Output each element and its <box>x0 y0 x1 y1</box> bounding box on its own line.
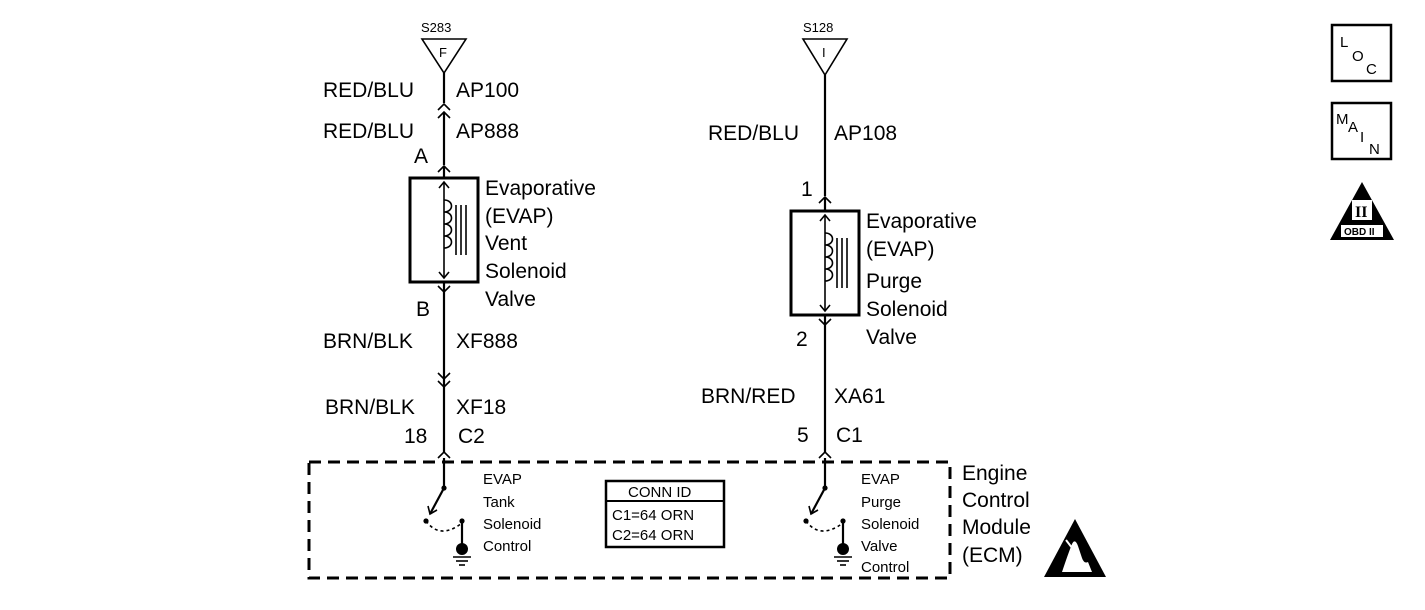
purge-solenoid-name-5: Valve <box>866 326 917 349</box>
pin-2-label: 2 <box>796 328 808 351</box>
ecm-driver-left-3: Solenoid <box>483 516 541 533</box>
purge-solenoid-name-2: (EVAP) <box>866 238 934 261</box>
conn-id-table: CONN ID C1=64 ORN C2=64 ORN <box>604 479 726 549</box>
wire-ap100-circuit: AP100 <box>456 79 519 102</box>
inline-connector-upper <box>437 102 451 111</box>
ecm-c1-connector-icon <box>818 450 832 459</box>
loc-icon[interactable]: L O C <box>1330 23 1393 83</box>
main-letter-n: N <box>1369 141 1380 158</box>
ecm-driver-right-4: Valve <box>861 538 897 555</box>
esd-slash <box>1065 539 1087 567</box>
wire-xa61-circuit: XA61 <box>834 385 885 408</box>
splice-s283-letter: F <box>439 45 447 60</box>
purge-solenoid-name-1: Evaporative <box>866 210 977 233</box>
vent-solenoid-name-4: Solenoid <box>485 260 567 283</box>
main-icon-frame <box>1330 101 1393 161</box>
ground-right-icon <box>837 543 849 555</box>
obd-ii-icon[interactable]: II OBD II <box>1330 182 1394 240</box>
ecm-connector-c1: C1 <box>836 424 863 447</box>
pin-b-label: B <box>416 298 430 321</box>
purge-solenoid-name-4: Solenoid <box>866 298 948 321</box>
ecm-connector-c2: C2 <box>458 425 485 448</box>
purge-solenoid-arrow-down <box>819 304 831 313</box>
ecm-label-4: (ECM) <box>962 544 1023 567</box>
ecm-pin-5: 5 <box>797 424 809 447</box>
vent-solenoid-name-3: Vent <box>485 232 527 255</box>
conn-id-title: CONN ID <box>628 484 692 501</box>
ecm-boundary <box>307 460 952 580</box>
vent-solenoid-arrow-up <box>438 180 450 189</box>
loc-letter-c: C <box>1366 61 1377 78</box>
conn-id-border <box>604 479 726 549</box>
switch-left-arrow <box>427 505 438 516</box>
main-letter-a: A <box>1348 119 1358 136</box>
ecm-pin-18: 18 <box>404 425 427 448</box>
obd-numeral: II <box>1355 204 1367 221</box>
conn-id-row-c1: C1=64 ORN <box>612 507 694 524</box>
switch-right-dashed-link <box>805 520 844 532</box>
ecm-driver-right-1: EVAP <box>861 471 900 488</box>
left-circuit: S283 F RED/BLU AP100 RED/BLU AP888 A Eva… <box>323 20 596 566</box>
splice-s283-triangle <box>420 38 468 75</box>
vent-solenoid-name-2: (EVAP) <box>485 205 553 228</box>
esd-warning-icon <box>1044 519 1106 577</box>
wire-ap108-circuit: AP108 <box>834 122 897 145</box>
obd-numeral-box <box>1352 200 1372 220</box>
splice-s128-triangle <box>801 38 849 77</box>
main-letter-m: M <box>1336 111 1349 128</box>
vent-solenoid-name-1: Evaporative <box>485 177 596 200</box>
switch-right-arm <box>810 487 826 515</box>
ecm-driver-right-5: Control <box>861 559 909 576</box>
ecm-driver-left-1: EVAP <box>483 471 522 488</box>
wire-xf18-color: BRN/BLK <box>325 396 415 419</box>
inline-connector-2-upper <box>437 372 451 381</box>
wire-ap888-color: RED/BLU <box>323 120 414 143</box>
ecm-label-3: Module <box>962 516 1031 539</box>
wire-ap100-color: RED/BLU <box>323 79 414 102</box>
ecm-driver-left-2: Tank <box>483 494 515 511</box>
switch-left-arm <box>429 487 445 515</box>
pin-1-label: 1 <box>801 178 813 201</box>
ecm-driver-left-4: Control <box>483 538 531 555</box>
switch-right-arrow <box>808 505 819 516</box>
vent-solenoid-arrow-down <box>438 271 450 280</box>
main-icon[interactable]: M A I N <box>1330 101 1393 161</box>
wire-xa61-color: BRN/RED <box>701 385 796 408</box>
obd-label: OBD II <box>1344 227 1375 238</box>
ecm-driver-right-3: Solenoid <box>861 516 919 533</box>
vent-solenoid-coil-icon <box>443 199 453 249</box>
wire-ap888-circuit: AP888 <box>456 120 519 143</box>
wire-ap108-color: RED/BLU <box>708 122 799 145</box>
purge-solenoid-coil-icon <box>824 232 834 282</box>
right-circuit: S128 I RED/BLU AP108 1 Evaporative (EVAP… <box>701 20 977 576</box>
splice-s283-label: S283 <box>421 20 451 35</box>
ecm-label-1: Engine <box>962 462 1027 485</box>
splice-s128-label: S128 <box>803 20 833 35</box>
wire-xf18-circuit: XF18 <box>456 396 506 419</box>
ground-left-icon <box>456 543 468 555</box>
main-letter-i: I <box>1360 129 1364 146</box>
splice-s128-letter: I <box>822 45 826 60</box>
pin-a-label: A <box>414 145 428 168</box>
ecm-label-2: Control <box>962 489 1030 512</box>
loc-letter-o: O <box>1352 48 1364 65</box>
loc-letter-l: L <box>1340 34 1348 51</box>
ecm-driver-right-2: Purge <box>861 494 901 511</box>
wire-xf888-color: BRN/BLK <box>323 330 413 353</box>
vent-solenoid-name-5: Valve <box>485 288 536 311</box>
switch-left-dashed-link <box>425 520 463 532</box>
ecm-c2-connector-icon <box>437 450 451 459</box>
purge-solenoid-name-3: Purge <box>866 270 922 293</box>
conn-id-row-c2: C2=64 ORN <box>612 527 694 544</box>
loc-icon-frame <box>1330 23 1393 83</box>
obd-label-box <box>1341 225 1383 237</box>
purge-solenoid-arrow-up <box>819 213 831 222</box>
wire-xf888-circuit: XF888 <box>456 330 518 353</box>
